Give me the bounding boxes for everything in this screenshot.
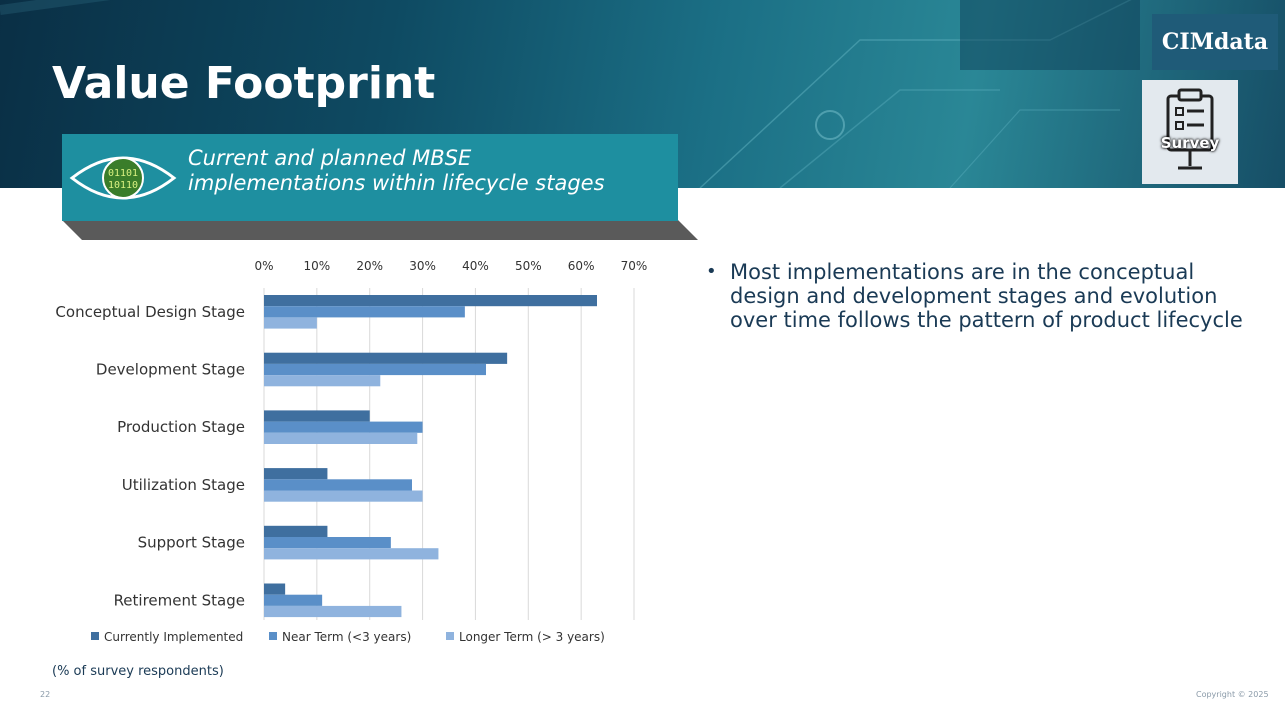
slide-title: Value Footprint <box>52 58 436 109</box>
subtitle-banner: 01101 10110 Current and planned MBSE imp… <box>62 134 678 221</box>
chart-gridlines <box>263 288 635 620</box>
bar <box>264 479 412 491</box>
x-tick-label: 70% <box>621 259 648 273</box>
legend-swatch <box>91 632 99 640</box>
bar <box>264 548 439 560</box>
bullet-text: Most implementations are in the conceptu… <box>730 260 1243 332</box>
legend-label: Near Term (<3 years) <box>282 630 411 644</box>
bar <box>264 375 381 387</box>
x-tick-label: 40% <box>462 259 489 273</box>
bar <box>264 525 328 537</box>
cimdata-logo: CIMdata <box>1152 14 1278 70</box>
svg-text:01101: 01101 <box>108 168 138 179</box>
bar <box>264 432 418 444</box>
bullet-point: • Most implementations are in the concep… <box>706 260 1266 332</box>
bar <box>264 583 286 595</box>
x-tick-label: 60% <box>568 259 595 273</box>
chart-footnote: (% of survey respondents) <box>52 664 224 679</box>
chart-legend: Currently Implemented Near Term (<3 years… <box>91 630 605 644</box>
category-label: Support Stage <box>138 534 245 552</box>
bar <box>264 295 597 307</box>
legend-label: Currently Implemented <box>104 630 243 644</box>
category-label: Conceptual Design Stage <box>55 303 245 321</box>
chart-bars <box>264 295 597 618</box>
lifecycle-bar-chart: 0% 10% 20% 30% 40% 50% 60% 70% Conceptual Desig… <box>55 259 647 644</box>
subtitle-line-1: Current and planned MBSE <box>188 146 472 170</box>
survey-label: Survey <box>1160 134 1220 152</box>
chart-x-ticks: 0% 10% 20% 30% 40% 50% 60% 70% <box>254 259 647 273</box>
copyright-notice: Copyright © 2025 <box>1196 690 1269 699</box>
page-number: 22 <box>40 690 51 699</box>
category-label: Retirement Stage <box>114 591 245 609</box>
bar <box>264 306 465 318</box>
subtitle-line-2: implementations within lifecycle stages <box>188 171 605 195</box>
header-background-pattern <box>0 0 1140 188</box>
bar <box>264 317 317 329</box>
banner-shadow <box>62 220 698 240</box>
x-tick-label: 0% <box>254 259 273 273</box>
bar <box>264 490 423 502</box>
x-tick-label: 20% <box>356 259 383 273</box>
x-tick-label: 30% <box>409 259 436 273</box>
bar <box>264 363 486 376</box>
bar <box>264 352 508 364</box>
survey-clipboard-icon <box>1166 88 1214 170</box>
bar <box>264 537 391 549</box>
category-label: Utilization Stage <box>122 476 245 494</box>
legend-label: Longer Term (> 3 years) <box>459 630 605 644</box>
bar <box>264 605 402 618</box>
x-tick-label: 50% <box>515 259 542 273</box>
category-label: Production Stage <box>117 418 245 436</box>
bar <box>264 421 423 433</box>
bar <box>264 594 323 606</box>
legend-swatch <box>269 632 277 640</box>
bullet-dot: • <box>706 261 717 282</box>
svg-text:10110: 10110 <box>108 180 138 191</box>
bar <box>264 468 328 480</box>
x-tick-label: 10% <box>304 259 331 273</box>
category-label: Development Stage <box>96 361 245 379</box>
subtitle-text: Current and planned MBSE implementations… <box>188 146 605 196</box>
legend-swatch <box>446 632 454 640</box>
survey-badge: Survey <box>1142 80 1238 184</box>
bar <box>264 410 370 422</box>
eye-binary-icon: 01101 10110 <box>69 156 177 200</box>
